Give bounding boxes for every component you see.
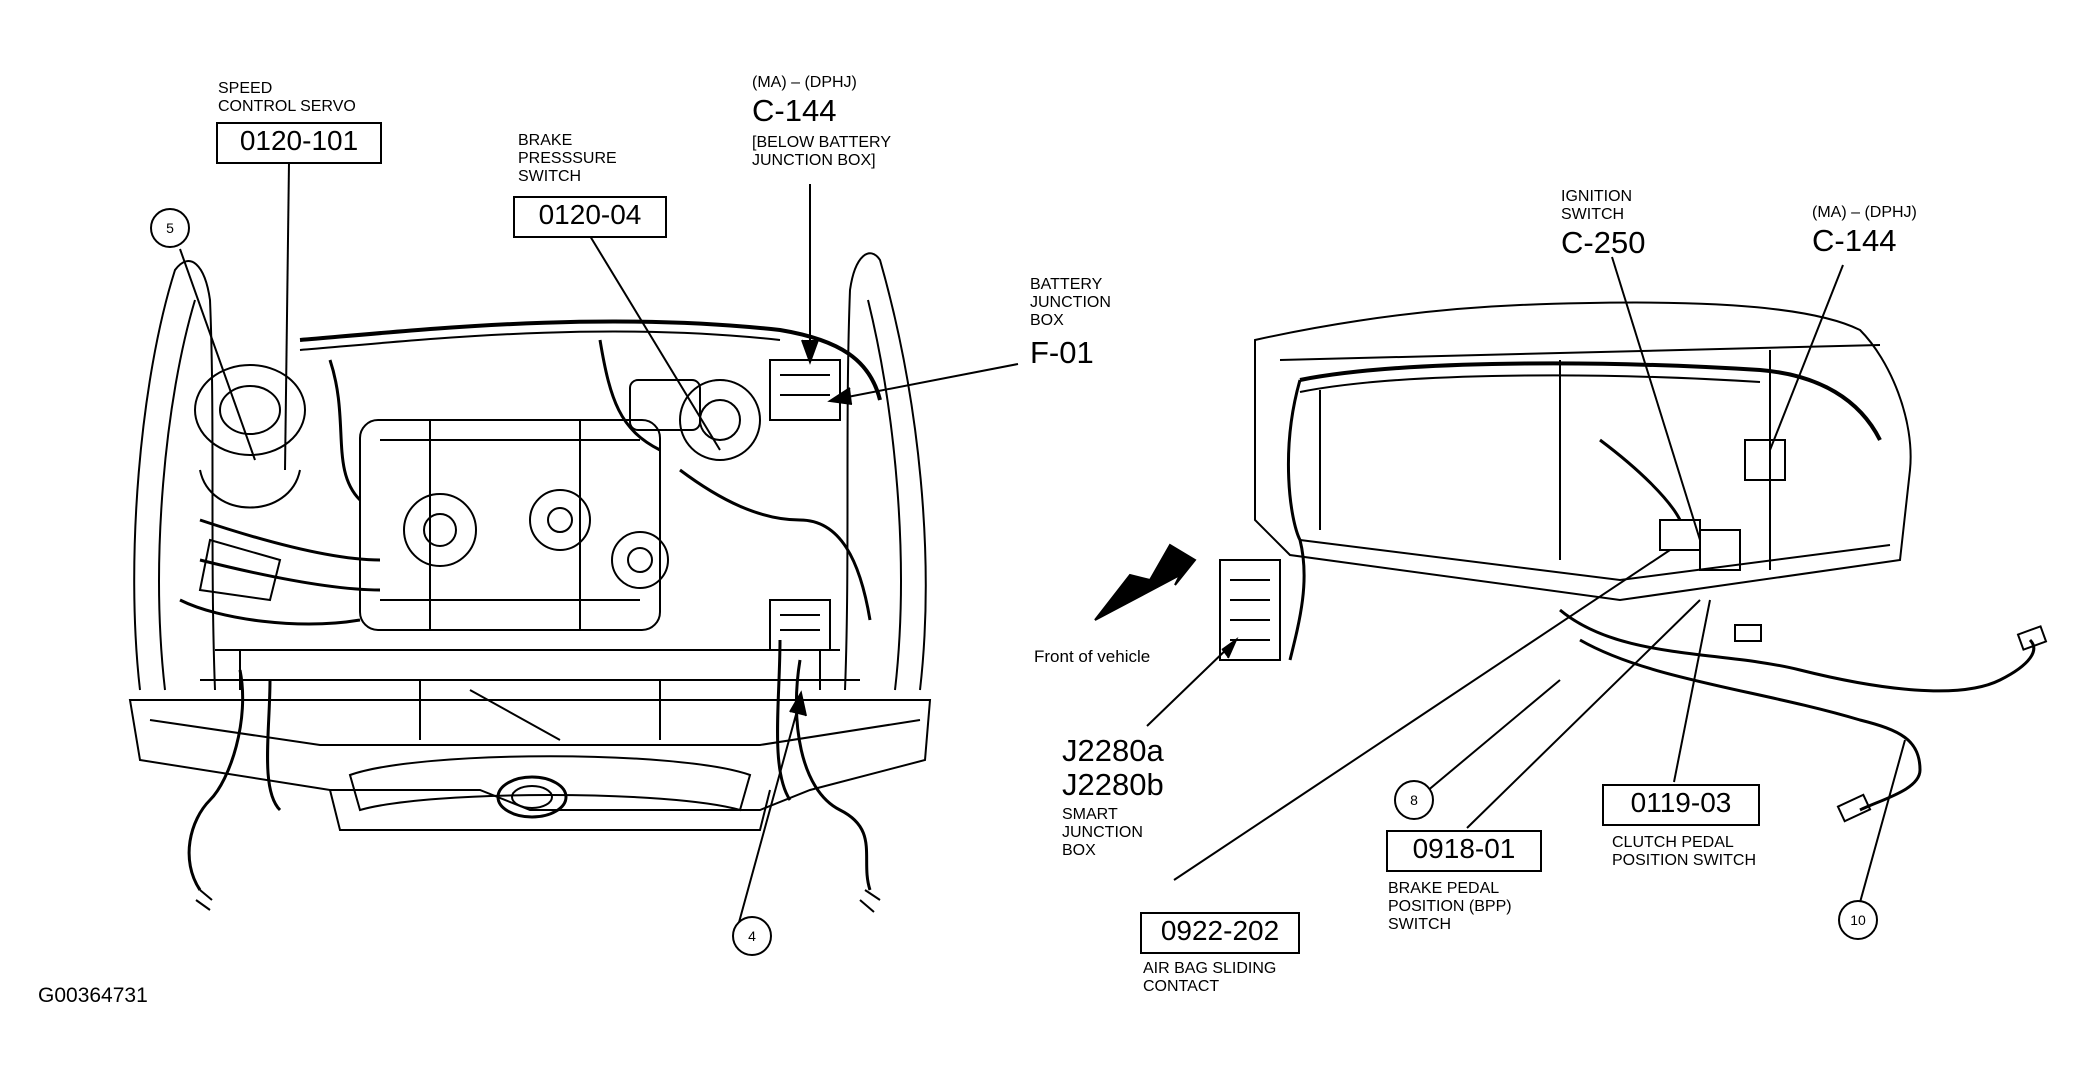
ignition-switch-code: C-250 xyxy=(1561,225,1646,260)
front-of-vehicle-label: Front of vehicle xyxy=(1034,647,1151,666)
callout-4: 4 xyxy=(732,916,772,956)
speed-control-servo-code: 0120-101 xyxy=(216,122,382,164)
bpp-code: 0918-01 xyxy=(1386,830,1542,872)
speed-control-servo-label: SPEED CONTROL SERVO xyxy=(218,80,356,115)
c144-top-code: C-144 xyxy=(752,93,837,128)
front-arrow-icon xyxy=(1094,543,1197,621)
dash-harness-illustration xyxy=(1219,301,2048,823)
callout-5: 5 xyxy=(150,208,190,248)
c144-right-variant: (MA) – (DPHJ) xyxy=(1812,204,1917,221)
clutch-label: CLUTCH PEDAL POSITION SWITCH xyxy=(1612,834,1756,869)
leader-lines xyxy=(179,161,1906,927)
callout-10: 10 xyxy=(1838,900,1878,940)
smart-junction-box-label: SMART JUNCTION BOX xyxy=(1062,806,1143,859)
battery-junction-box-label: BATTERY JUNCTION BOX xyxy=(1030,276,1111,329)
air-bag-label: AIR BAG SLIDING CONTACT xyxy=(1143,960,1277,995)
c144-top-variant: (MA) – (DPHJ) xyxy=(752,74,857,91)
callout-8: 8 xyxy=(1394,780,1434,820)
c144-top-location: [BELOW BATTERY JUNCTION BOX] xyxy=(752,134,891,169)
figure-id: G00364731 xyxy=(38,984,148,1007)
air-bag-code: 0922-202 xyxy=(1140,912,1300,954)
ignition-switch-label: IGNITION SWITCH xyxy=(1561,188,1633,223)
brake-pressure-switch-code: 0120-04 xyxy=(513,196,667,238)
smart-junction-box-codes: J2280a J2280b xyxy=(1062,733,1164,802)
engine-bay-illustration xyxy=(128,252,932,913)
c144-right-code: C-144 xyxy=(1812,223,1897,258)
brake-pressure-switch-label: BRAKE PRESSSURE SWITCH xyxy=(518,132,617,185)
bpp-label: BRAKE PEDAL POSITION (BPP) SWITCH xyxy=(1388,880,1512,933)
battery-junction-box-code: F-01 xyxy=(1030,335,1094,370)
clutch-code: 0119-03 xyxy=(1602,784,1760,826)
